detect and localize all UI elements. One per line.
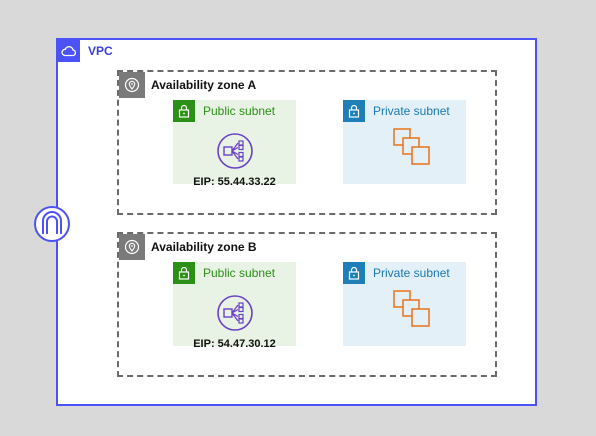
cloud-icon xyxy=(58,40,80,62)
location-pin-icon xyxy=(119,234,145,260)
availability-zone-label: Availability zone B xyxy=(151,240,257,254)
private-subnet-header: Private subnet xyxy=(343,262,450,284)
nat-gateway-icon xyxy=(216,294,254,332)
public-subnet-label: Public subnet xyxy=(203,104,276,118)
private-subnet-label: Private subnet xyxy=(373,266,450,280)
public-subnet-label: Public subnet xyxy=(203,266,276,280)
nat-gateway-icon xyxy=(216,132,254,170)
vpc-header: VPC xyxy=(58,40,113,62)
availability-zone-header: Availability zone A xyxy=(119,72,256,98)
public-subnet: Public subnet EIP: 54.47.30.12 xyxy=(173,262,296,350)
public-subnet: Public subnet EIP: 55.44.33.22 xyxy=(173,100,296,188)
eip-label: EIP: 55.44.33.22 xyxy=(193,176,276,188)
private-subnet: Private subnet xyxy=(343,100,466,184)
private-subnet-header: Private subnet xyxy=(343,100,450,122)
private-subnet-label: Private subnet xyxy=(373,104,450,118)
vpc-label: VPC xyxy=(88,44,113,58)
internet-gateway-icon xyxy=(27,199,77,249)
instances-icon xyxy=(391,126,435,170)
lock-icon xyxy=(343,262,365,284)
public-subnet-header: Public subnet xyxy=(173,262,275,284)
lock-icon xyxy=(173,262,195,284)
availability-zone-label: Availability zone A xyxy=(151,78,257,92)
lock-icon xyxy=(173,100,195,122)
public-subnet-header: Public subnet xyxy=(173,100,275,122)
lock-icon xyxy=(343,100,365,122)
eip-label: EIP: 54.47.30.12 xyxy=(193,338,276,350)
availability-zone-header: Availability zone B xyxy=(119,234,257,260)
availability-zone-a: Availability zone A Public subnet xyxy=(117,70,497,215)
instances-icon xyxy=(391,288,435,332)
vpc-container: VPC xyxy=(56,38,537,406)
location-pin-icon xyxy=(119,72,145,98)
private-subnet: Private subnet xyxy=(343,262,466,346)
availability-zone-b: Availability zone B Public subnet xyxy=(117,232,497,377)
